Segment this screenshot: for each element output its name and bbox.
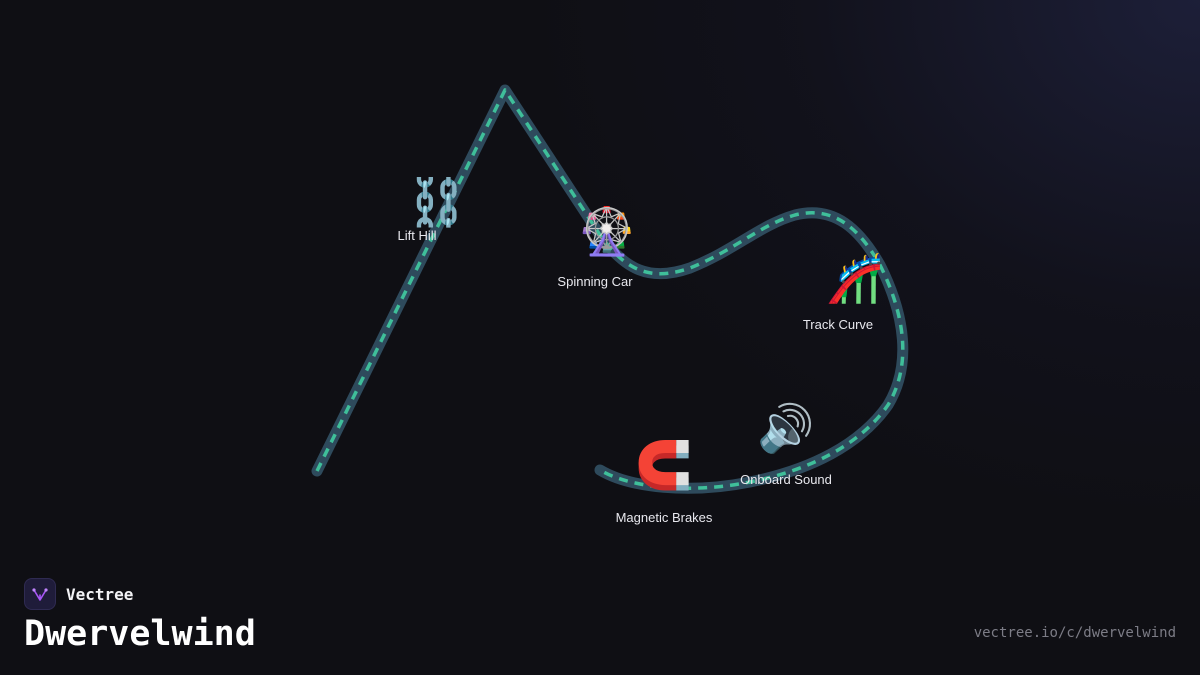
feature-label: Track Curve [802,317,874,332]
brand[interactable]: Vectree [24,577,133,611]
feature-spinning-car[interactable]: 🎡 Spinning Car [527,205,687,290]
feature-label: Onboard Sound [740,472,832,487]
feature-label: Lift Hill [397,228,437,243]
ferris-wheel-icon: 🎡 [578,204,636,258]
brand-name: Vectree [66,584,134,604]
magnet-icon: 🧲 [635,438,693,492]
feature-label: Spinning Car [557,274,633,289]
vectree-logo-icon [24,578,56,610]
coaster-title: Dwervelwind [24,614,256,654]
roller-coaster-icon: 🎢 [826,251,884,305]
chain-icon: ⛓️ [408,175,466,229]
speaker-icon: 🔊 [757,401,815,455]
feature-track-curve[interactable]: 🎢 Track Curve [775,252,935,333]
feature-lift-hill[interactable]: ⛓️ Lift Hill [357,176,517,244]
track-rail-dashes [315,88,905,490]
feature-label: Magnetic Brakes [615,510,713,525]
feature-magnetic-brakes[interactable]: 🧲 Magnetic Brakes [584,439,744,526]
feature-onboard-sound[interactable]: 🔊 Onboard Sound [706,402,866,488]
share-url[interactable]: vectree.io/c/dwervelwind [973,625,1176,641]
